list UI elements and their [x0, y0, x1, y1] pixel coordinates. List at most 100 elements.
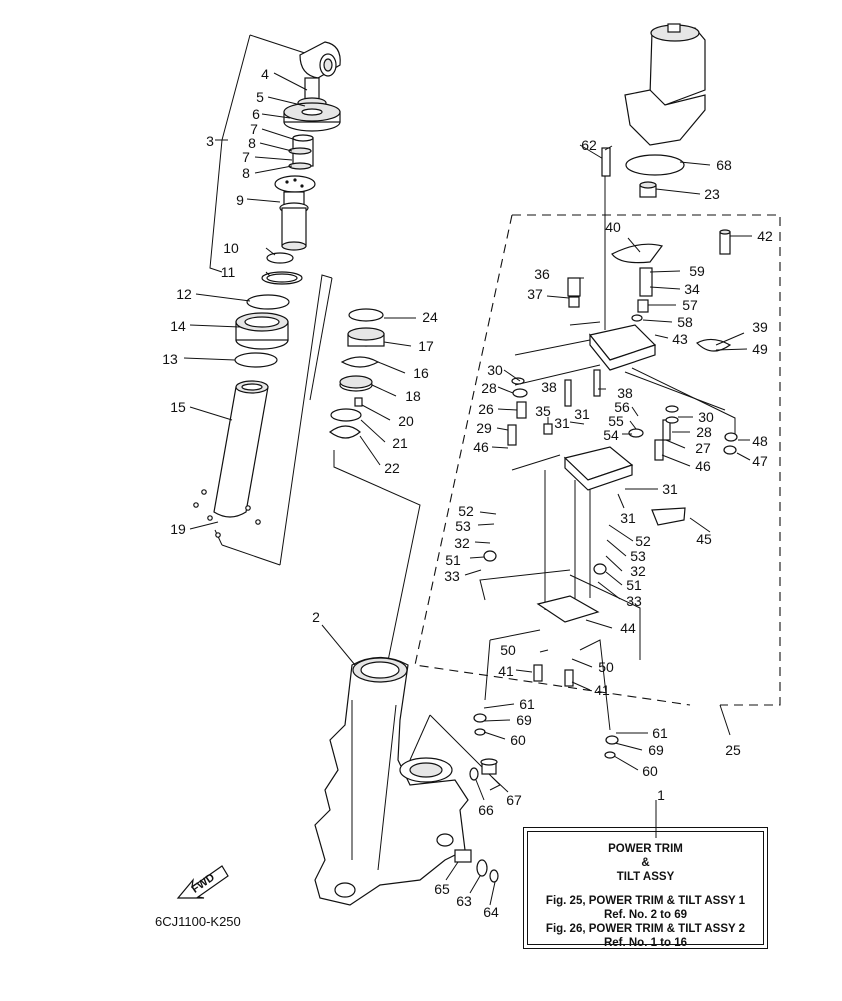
- callout-50b: 50: [598, 659, 614, 675]
- callout-41b: 41: [594, 682, 610, 698]
- callout-27: 27: [695, 440, 711, 456]
- callout-14: 14: [170, 318, 186, 334]
- callout-61b: 61: [652, 725, 668, 741]
- assembly-title-box: POWER TRIM & TILT ASSY Fig. 25, POWER TR…: [523, 827, 768, 949]
- callout-28a: 28: [481, 380, 497, 396]
- callout-62: 62: [581, 137, 597, 153]
- callout-11: 11: [221, 264, 236, 280]
- callout-13: 13: [162, 351, 178, 367]
- callout-44: 44: [620, 620, 636, 636]
- callout-5: 5: [256, 89, 264, 105]
- callout-53b: 53: [630, 548, 646, 564]
- callout-33a: 33: [444, 568, 460, 584]
- callout-20: 20: [398, 413, 414, 429]
- callout-31d: 31: [620, 510, 636, 526]
- callout-66: 66: [478, 802, 494, 818]
- callout-1: 1: [657, 787, 665, 803]
- callout-30b: 30: [698, 409, 714, 425]
- callout-41a: 41: [498, 663, 514, 679]
- callout-49: 49: [752, 341, 768, 357]
- callout-63: 63: [456, 893, 472, 909]
- ref-fig-25: Fig. 25, POWER TRIM & TILT ASSY 1: [545, 895, 746, 907]
- callout-25: 25: [725, 742, 741, 758]
- drawing-code: 6CJ1100-K250: [155, 914, 241, 929]
- callout-52a: 52: [458, 503, 474, 519]
- callout-labels: 1 2 3 4 5 6 7 8 7 8 9 10 11 12 13 14 15 …: [162, 66, 773, 920]
- callout-24: 24: [422, 309, 438, 325]
- callout-22: 22: [384, 460, 400, 476]
- callout-33b: 33: [626, 593, 642, 609]
- fwd-arrow-icon: FWD: [176, 865, 229, 899]
- callout-39: 39: [752, 319, 768, 335]
- callout-38b: 38: [617, 385, 633, 401]
- callout-43: 43: [672, 331, 688, 347]
- callout-46b: 46: [695, 458, 711, 474]
- callout-8a: 8: [248, 135, 256, 151]
- callout-58: 58: [677, 314, 693, 330]
- callout-67: 67: [506, 792, 522, 808]
- callout-15: 15: [170, 399, 186, 415]
- callout-31b: 31: [554, 415, 570, 431]
- callout-26: 26: [478, 401, 494, 417]
- callout-68: 68: [716, 157, 732, 173]
- ref-fig-26: Fig. 26, POWER TRIM & TILT ASSY 2: [545, 923, 746, 935]
- callout-3: 3: [206, 133, 214, 149]
- callout-59: 59: [689, 263, 705, 279]
- valve-block: [473, 324, 738, 759]
- callout-8b: 8: [242, 165, 250, 181]
- title-line-3: TILT ASSY: [616, 871, 675, 883]
- callout-31a: 31: [574, 406, 590, 422]
- callout-32a: 32: [454, 535, 470, 551]
- callout-4: 4: [261, 66, 269, 82]
- callout-60a: 60: [510, 732, 526, 748]
- callout-21: 21: [392, 435, 408, 451]
- callout-18: 18: [405, 388, 421, 404]
- callout-53a: 53: [455, 518, 471, 534]
- callout-2: 2: [312, 609, 320, 625]
- callout-23: 23: [704, 186, 720, 202]
- callout-60b: 60: [642, 763, 658, 779]
- callout-30a: 30: [487, 362, 503, 378]
- callout-34: 34: [684, 281, 700, 297]
- callout-65: 65: [434, 881, 450, 897]
- callout-50a: 50: [500, 642, 516, 658]
- housing-fittings: [454, 758, 499, 883]
- ref-fig-26-range: Ref. No. 1 to 16: [603, 937, 688, 949]
- tilt-rod-assembly: [193, 41, 341, 538]
- title-line-1: POWER TRIM: [608, 843, 683, 855]
- callout-40: 40: [605, 219, 621, 235]
- callout-16: 16: [413, 365, 429, 381]
- callout-57: 57: [682, 297, 698, 313]
- cylinder-housing: [314, 656, 469, 906]
- callout-leaders: [183, 72, 752, 906]
- callout-17: 17: [418, 338, 434, 354]
- assembly-title-inner: POWER TRIM & TILT ASSY Fig. 25, POWER TR…: [527, 831, 764, 949]
- callout-19: 19: [170, 521, 186, 537]
- title-line-2: &: [641, 857, 650, 869]
- callout-56: 56: [614, 399, 630, 415]
- callout-61a: 61: [519, 696, 535, 712]
- callout-52b: 52: [635, 533, 651, 549]
- ref-fig-25-range: Ref. No. 2 to 69: [603, 909, 688, 921]
- callout-7b: 7: [242, 149, 250, 165]
- callout-35: 35: [535, 403, 551, 419]
- callout-38a: 38: [541, 379, 557, 395]
- callout-10: 10: [223, 240, 239, 256]
- middle-seal-parts: [328, 308, 385, 439]
- callout-9: 9: [236, 192, 244, 208]
- callout-69a: 69: [516, 712, 532, 728]
- callout-48: 48: [752, 433, 768, 449]
- callout-54: 54: [603, 427, 619, 443]
- callout-37: 37: [527, 286, 543, 302]
- callout-36: 36: [534, 266, 550, 282]
- callout-29: 29: [476, 420, 492, 436]
- callout-55: 55: [608, 413, 624, 429]
- callout-32b: 32: [630, 563, 646, 579]
- callout-12: 12: [176, 286, 192, 302]
- callout-7a: 7: [250, 121, 258, 137]
- callout-31c: 31: [662, 481, 678, 497]
- callout-51b: 51: [626, 577, 642, 593]
- callout-28b: 28: [696, 424, 712, 440]
- callout-64: 64: [483, 904, 499, 920]
